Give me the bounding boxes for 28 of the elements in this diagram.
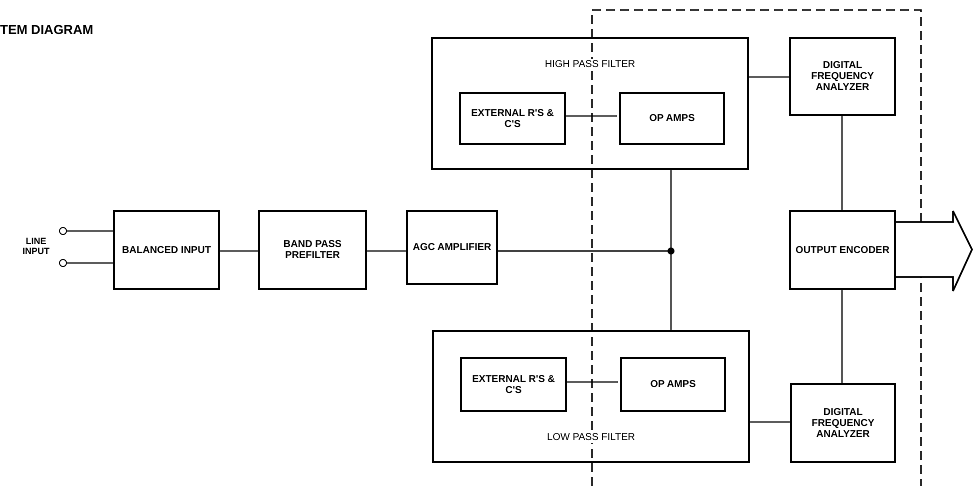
process-box: BALANCED INPUT: [113, 210, 220, 290]
connector-line: [750, 421, 790, 423]
process-box: EXTERNAL R'S & C'S: [460, 357, 567, 412]
diagram-title: TEM DIAGRAM: [0, 22, 94, 37]
process-box: DIGITAL FREQUENCY ANALYZER: [789, 37, 896, 116]
connector-line: [220, 250, 258, 252]
filter-block: [432, 330, 750, 463]
input-label: LINE INPUT: [22, 236, 50, 256]
process-box: OUTPUT ENCODER: [789, 210, 896, 290]
connector-line: [565, 381, 618, 383]
process-box: AGC AMPLIFIER: [406, 210, 498, 285]
output-arrow: [895, 210, 973, 292]
process-box: OP AMPS: [619, 92, 725, 145]
block-heading: LOW PASS FILTER: [545, 432, 637, 443]
process-box: EXTERNAL R'S & C'S: [459, 92, 566, 145]
connector-line: [367, 250, 406, 252]
connector-line: [841, 116, 843, 210]
connector-line: [749, 76, 789, 78]
block-heading: HIGH PASS FILTER: [542, 59, 638, 70]
connector-line: [841, 290, 843, 383]
process-box: BAND PASS PREFILTER: [258, 210, 367, 290]
connector-line: [67, 230, 113, 232]
connector-line: [498, 250, 672, 330]
process-box: DIGITAL FREQUENCY ANALYZER: [790, 383, 896, 463]
connector-line: [67, 262, 113, 264]
connector-line: [564, 115, 617, 117]
process-box: OP AMPS: [620, 357, 726, 412]
filter-block: [431, 37, 749, 170]
